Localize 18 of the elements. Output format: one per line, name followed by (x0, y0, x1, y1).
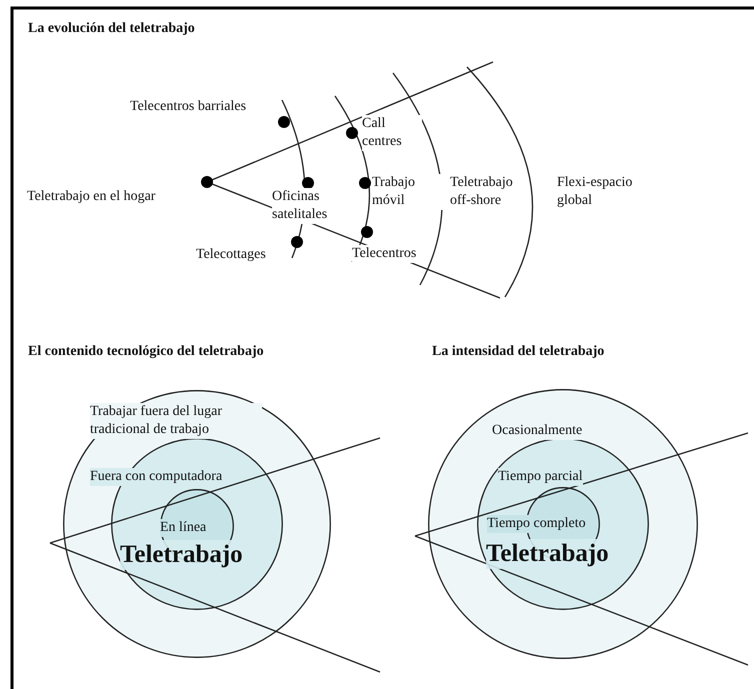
section-heading: La intensidad del teletrabajo (432, 343, 604, 361)
circle-label: En línea (160, 519, 206, 537)
circle-node (428, 389, 698, 659)
stage-label: Call centres (362, 115, 422, 151)
stage-label: Telecottages (196, 246, 266, 264)
center-label: Teletrabajo (486, 539, 609, 569)
section-heading: La evolución del teletrabajo (28, 20, 195, 38)
stage-label: Teletrabajo en el hogar (27, 188, 156, 206)
stage-label: Trabajo móvil (372, 174, 444, 210)
circle-label: Tiempo completo (487, 515, 586, 533)
center-label: Teletrabajo (120, 540, 243, 570)
circle-label: Ocasionalmente (492, 422, 582, 440)
circle-label: Tiempo parcial (498, 468, 583, 486)
circle-node (63, 390, 331, 658)
circle-label: Trabajar fuera del lugar tradicional de trabajo (90, 403, 262, 439)
section-heading: El contenido tecnológico del teletrabajo (28, 343, 264, 361)
stage-label: Telecentros (352, 245, 416, 263)
circle-label: Fuera con computadora (90, 468, 222, 486)
